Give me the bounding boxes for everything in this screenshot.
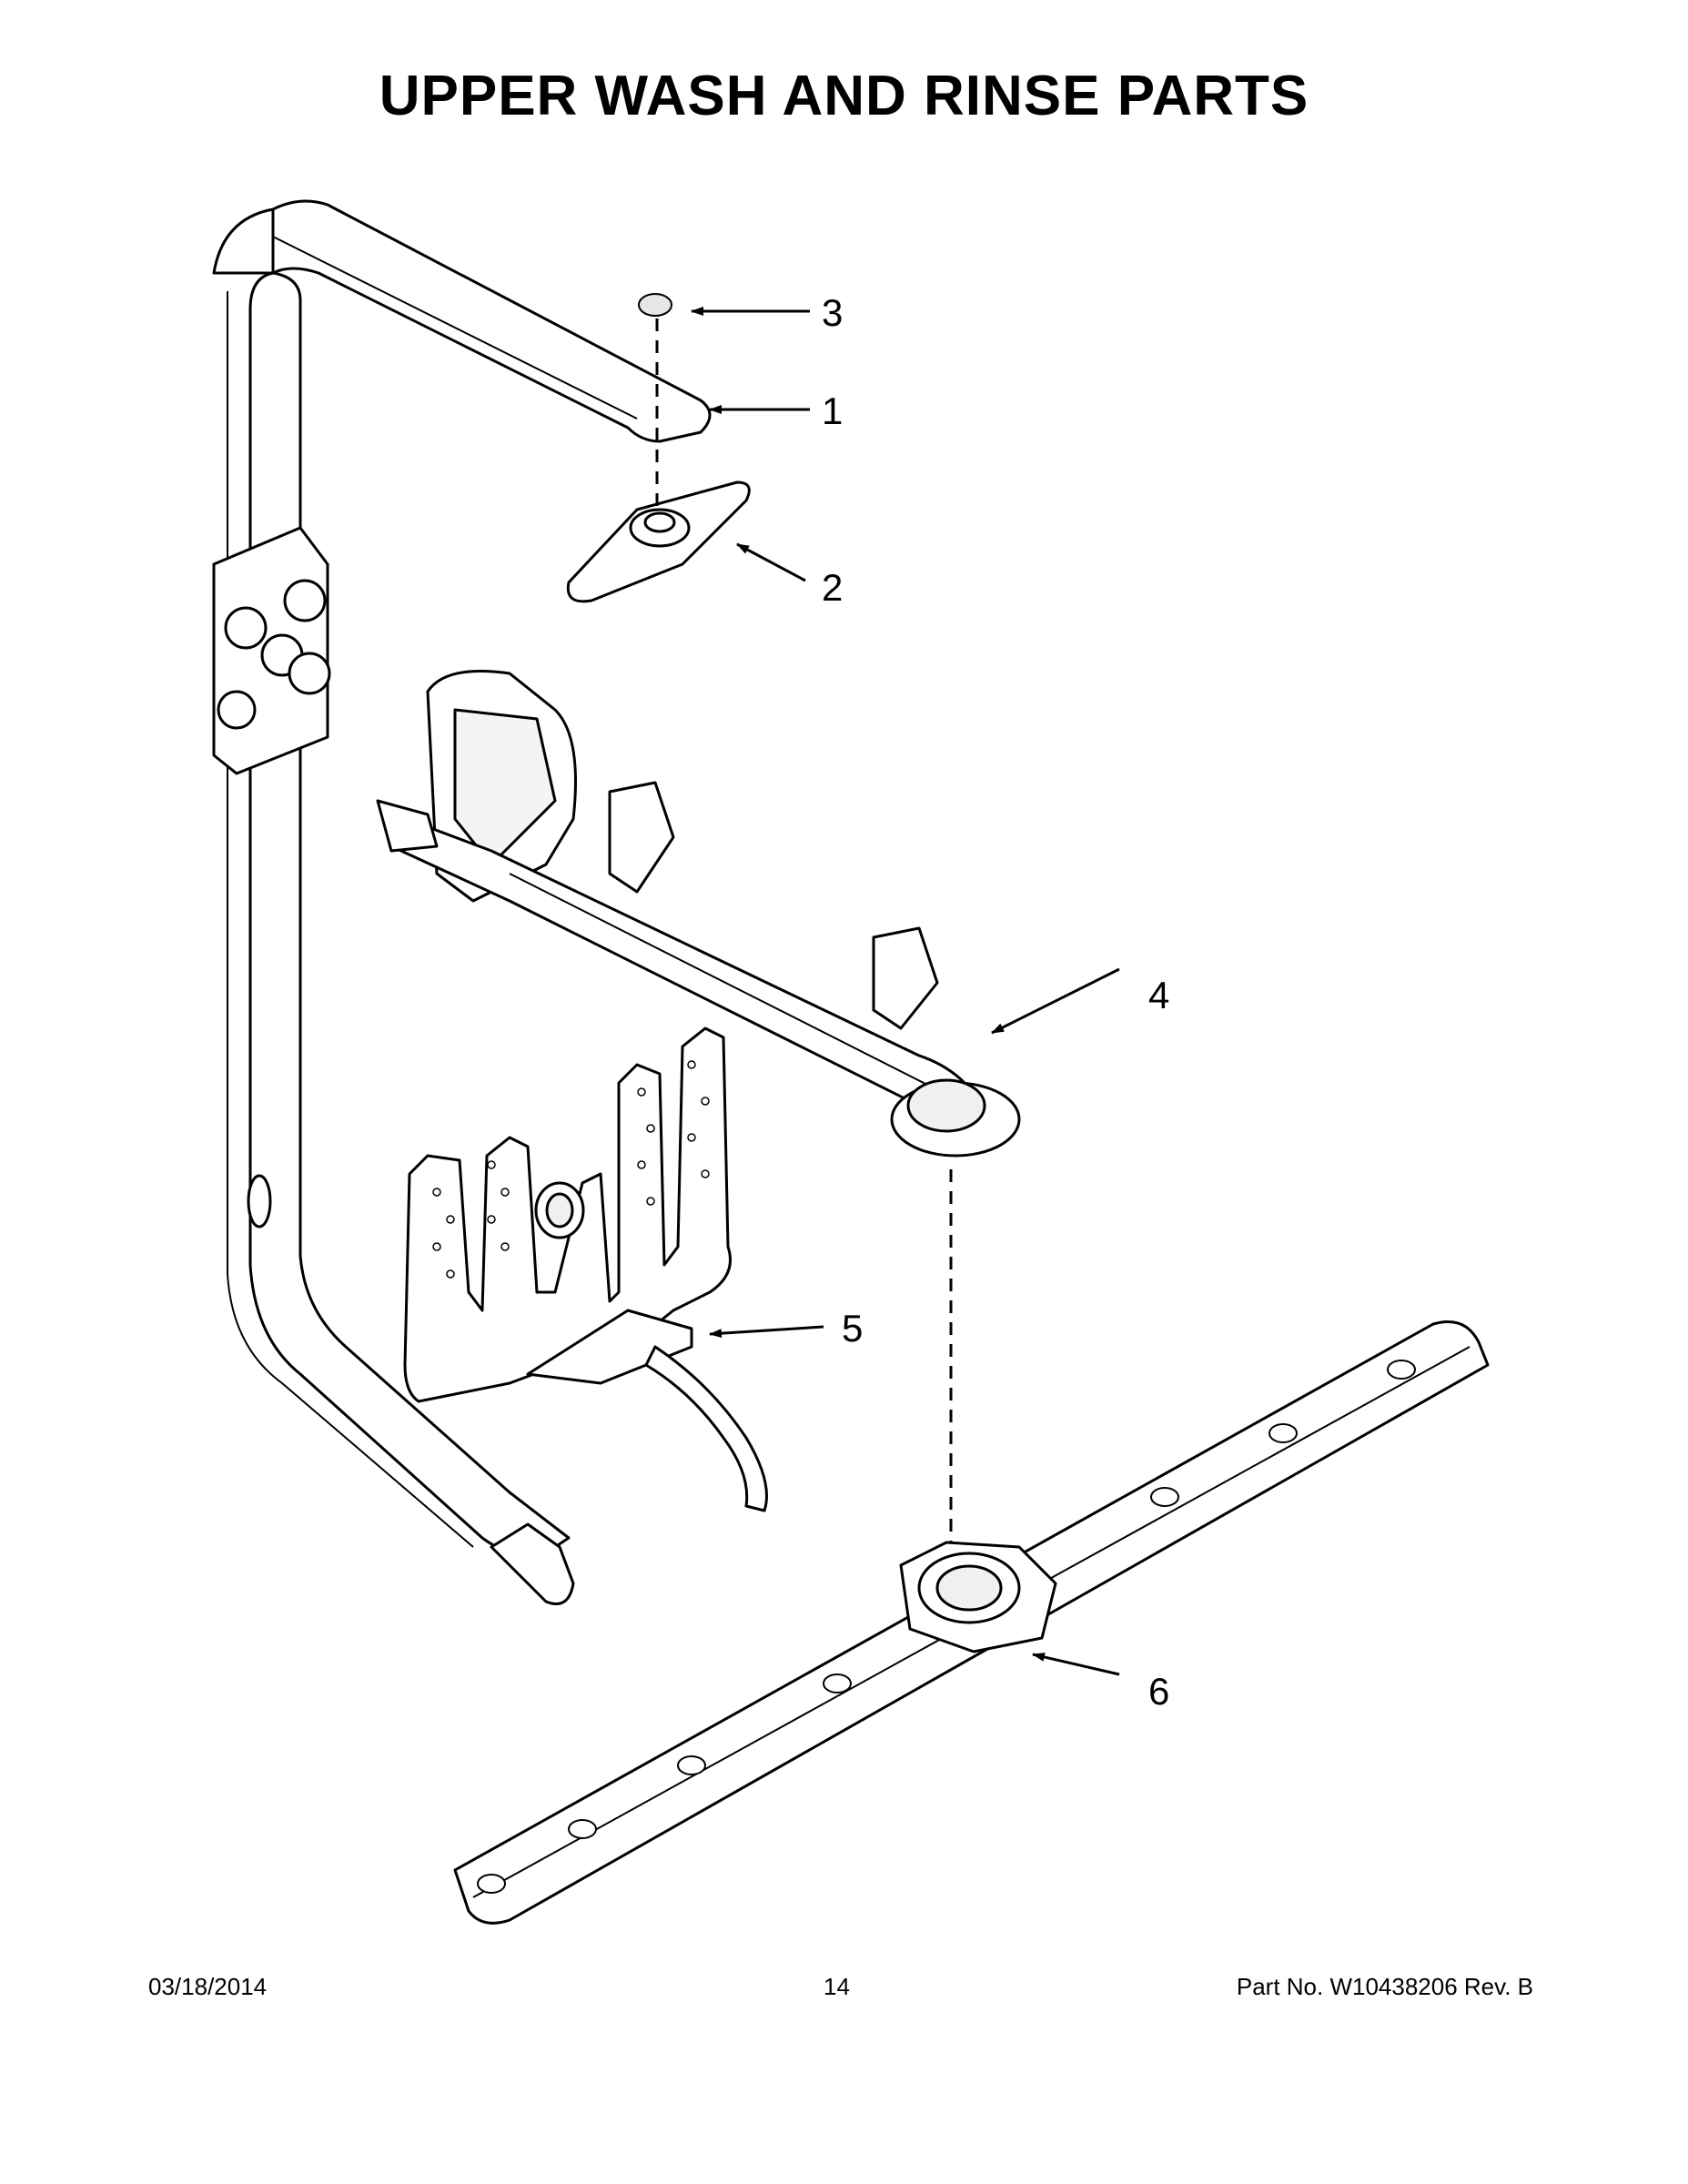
spray-arm-nozzles xyxy=(477,1360,1416,1894)
footer-date: 03/18/2014 xyxy=(148,1973,268,2000)
callout-3: 3 xyxy=(822,291,843,334)
feed-tube-frame xyxy=(212,199,712,1605)
callout-5: 5 xyxy=(842,1307,863,1350)
spray-shield-holes xyxy=(432,1060,710,1279)
part-5-spray-shield xyxy=(403,1026,768,1512)
footer-part-number: Part No. W10438206 Rev. B xyxy=(1236,1973,1533,2000)
part-6-lower-spray-arm xyxy=(453,1320,1490,1925)
callout-1: 1 xyxy=(822,389,843,432)
part-3-cap xyxy=(638,293,672,317)
callout-4: 4 xyxy=(1148,974,1169,1016)
part-2-upper-spray-arm xyxy=(566,480,751,603)
callout-6: 6 xyxy=(1148,1670,1169,1713)
callout-labels: 3 1 2 4 5 6 xyxy=(822,291,1169,1713)
page-title: UPPER WASH AND RINSE PARTS xyxy=(379,65,1309,127)
callout-arrows xyxy=(691,307,1120,1676)
callout-2: 2 xyxy=(822,566,843,609)
assembly-lines xyxy=(655,318,953,1561)
footer-page-number: 14 xyxy=(824,1973,850,2000)
part-4-manifold xyxy=(376,670,1021,1158)
